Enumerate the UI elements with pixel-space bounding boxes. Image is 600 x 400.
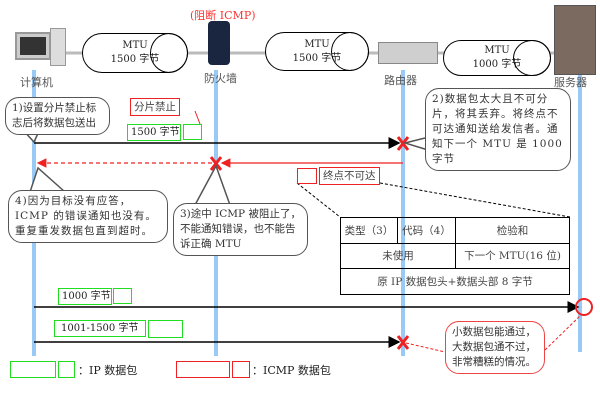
icmp-checksum: 检验和 [455, 217, 570, 244]
legend-ip-box [10, 361, 56, 378]
legend-ip-box-small [58, 361, 75, 378]
icmp-type: 类型（3） [340, 217, 398, 244]
callout-step3: 3)途中 ICMP 被阻止了，不能通知错误，也不能告诉正确 MTU [173, 203, 308, 256]
icmp-message-table: 类型（3）代码（4）检验和 未使用下一个 MTU(16 位) 原 IP 数据包头… [340, 217, 570, 295]
icmp-unused: 未使用 [340, 242, 456, 269]
legend-ip-label: ：IP 数据包 [78, 364, 138, 377]
firewall-icon [208, 21, 230, 65]
success-circle [575, 298, 593, 316]
callout-summary: 小数据包能通过，大数据包通不过，非常糟糕的情况。 [445, 321, 545, 374]
packet-1000-data [113, 288, 132, 304]
icmp-header-box [297, 168, 317, 184]
packet-1500-header: 1500 字节 [127, 124, 181, 141]
packet-1500-data [183, 124, 202, 140]
router-label: 路由器 [384, 74, 417, 87]
df-flag-box: 分片禁止 [130, 98, 180, 116]
zoom-line [296, 182, 341, 218]
legend-icmp-box-small [232, 361, 250, 378]
computer-icon [15, 32, 51, 60]
icmp-original: 原 IP 数据包头+数据头部 8 字节 [340, 268, 570, 295]
router-icon [378, 42, 438, 64]
firewall-note: (阻断 ICMP) [190, 9, 256, 22]
packet-1001-header: 1001-1500 字节 [54, 320, 146, 337]
firewall-label: 防火墙 [204, 72, 237, 85]
icmp-code: 代码（4） [397, 217, 456, 244]
packet-1000-header: 1000 字节 [58, 288, 112, 305]
zoom-line [379, 182, 571, 218]
computer-tower-icon [50, 28, 66, 66]
server-icon [554, 5, 596, 75]
packet-1001-data [148, 320, 183, 338]
drop-x-icons [209, 136, 410, 350]
legend-icmp-box [176, 361, 230, 378]
computer-label: 计算机 [20, 76, 53, 89]
callout-step4: 4)因为目标没有应答，ICMP 的错误通知也没有。重复重发数据包直到超时。 [8, 190, 168, 243]
icmp-next-mtu: 下一个 MTU(16 位) [455, 242, 570, 269]
legend-icmp-label: ：ICMP 数据包 [252, 364, 331, 377]
callout-step2: 2)数据包太大且不可分片，将其丢弃。将终点不可达通知送给发信者。通知下一个 MT… [425, 88, 571, 171]
server-label: 服务器 [554, 76, 587, 89]
unreachable-box: 终点不可达 [319, 167, 380, 185]
callout-step1: 1)设置分片禁止标志后将数据包送出 [5, 97, 110, 135]
